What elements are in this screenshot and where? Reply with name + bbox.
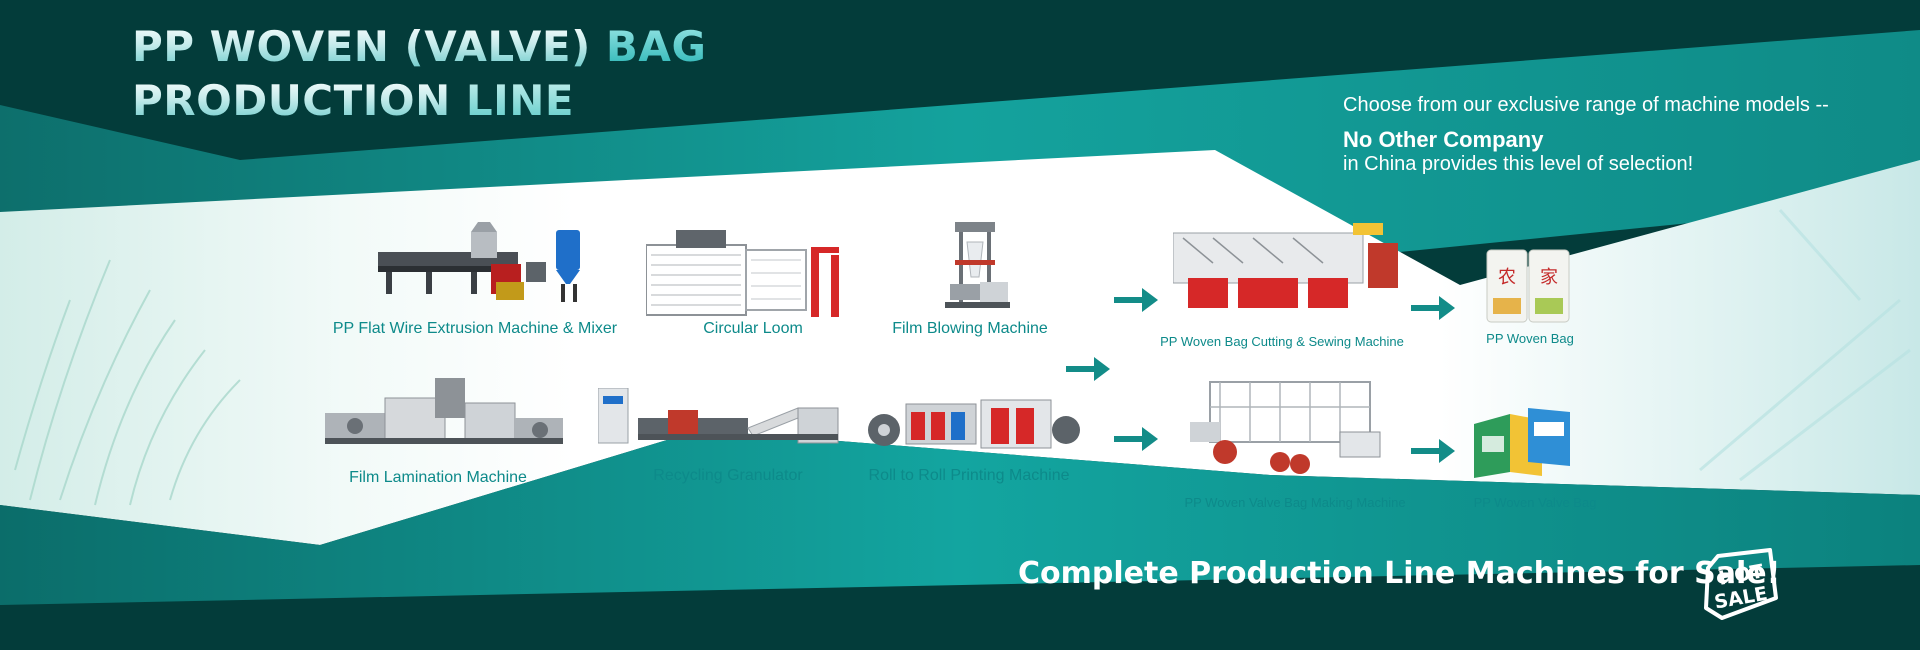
svg-text:农: 农: [1498, 267, 1516, 288]
arrow-right-icon: [1114, 288, 1158, 312]
promo-text-line-1: Choose from our exclusive range of machi…: [1343, 94, 1829, 116]
valve-bag-making-machine-label: PP Woven Valve Bag Making Machine: [1184, 495, 1406, 510]
title-accent-text: LINE: [465, 76, 575, 125]
cutting-sewing-machine-image: [1173, 223, 1398, 308]
film-lamination-machine-label: Film Lamination Machine: [349, 469, 527, 486]
title-main-text: PRODUCTION: [132, 76, 451, 125]
film-lamination-machine-image: [325, 378, 563, 444]
valve-bag-image: [1474, 408, 1570, 478]
valve-bag-label: PP Woven Valve Bag: [1473, 495, 1597, 510]
page-title-line-2: PRODUCTION LINE: [132, 80, 574, 122]
woven-bag-label: PP Woven Bag: [1486, 331, 1574, 346]
title-main-text: PP WOVEN (VALVE): [132, 22, 591, 71]
recycling-granulator-label: Recycling Granulator: [653, 467, 803, 484]
valve-bag-making-machine-image: [1190, 381, 1381, 474]
arrow-right-icon: [1411, 439, 1455, 463]
bottom-tagline: Complete Production Line Machines for Sa…: [1018, 556, 1781, 591]
film-blowing-machine-image: [945, 222, 1010, 308]
arrow-right-icon: [1066, 357, 1110, 381]
arrow-right-icon: [1411, 296, 1455, 320]
roll-to-roll-printing-machine-image: [868, 399, 1080, 449]
arrow-right-icon: [1114, 427, 1158, 451]
page-title-line-1: PP WOVEN (VALVE) BAG: [132, 26, 706, 68]
cutting-sewing-machine-label: PP Woven Bag Cutting & Sewing Machine: [1160, 334, 1404, 349]
promo-text-highlight: No Other Company: [1343, 127, 1544, 152]
film-blowing-machine-label: Film Blowing Machine: [892, 320, 1048, 337]
recycling-granulator-image: [598, 388, 839, 444]
extrusion-machine-image: [378, 222, 580, 302]
circular-loom-image: [646, 230, 839, 317]
svg-text:家: 家: [1540, 267, 1558, 288]
roll-to-roll-printing-machine-label: Roll to Roll Printing Machine: [868, 467, 1070, 484]
hot-sale-badge: HOT SALE: [1704, 548, 1778, 620]
promo-text-line-3: in China provides this level of selectio…: [1343, 153, 1694, 175]
woven-bag-image: 农 家: [1486, 249, 1570, 323]
circular-loom-label: Circular Loom: [703, 320, 803, 337]
extrusion-machine-label: PP Flat Wire Extrusion Machine & Mixer: [332, 320, 618, 337]
title-accent-text: BAG: [605, 22, 707, 71]
